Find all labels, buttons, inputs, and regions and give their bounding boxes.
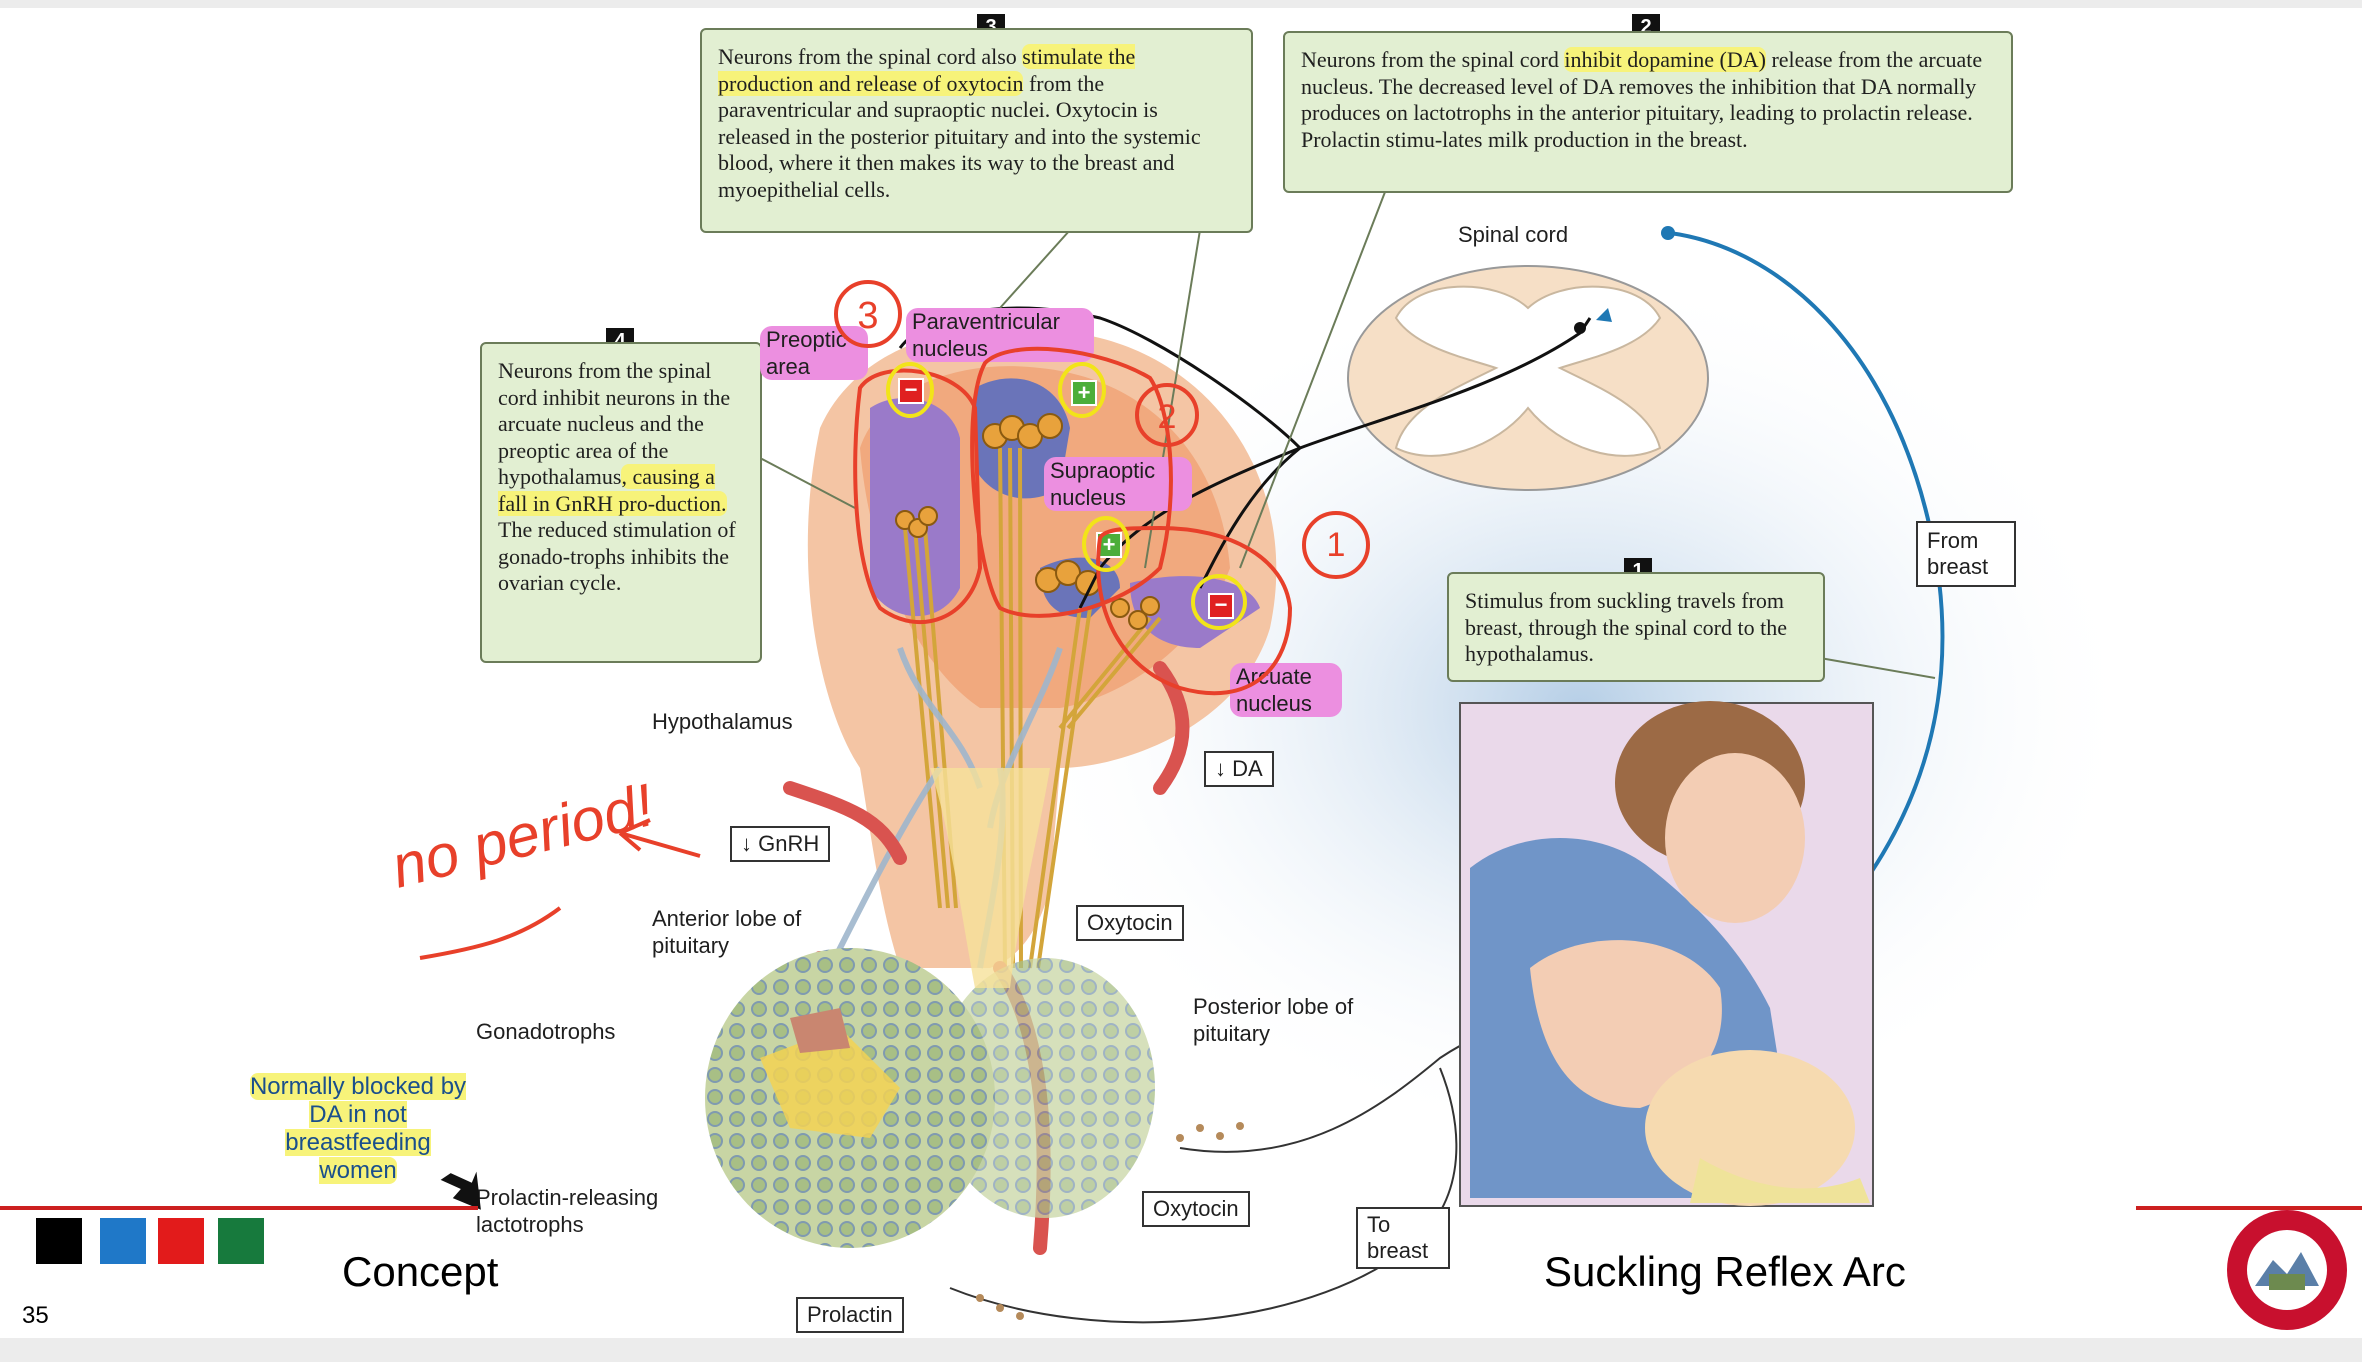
arcuate-circle-annotation xyxy=(1096,525,1293,696)
anterior-lobe-label: Anterior lobe of pituitary xyxy=(652,906,802,958)
box1-explanation: Stimulus from suckling travels from brea… xyxy=(1447,572,1825,682)
circle-2-annotation xyxy=(1135,383,1199,447)
arrow-to-note-icon xyxy=(618,818,701,858)
posterior-lobe-label: Posterior lobe of pituitary xyxy=(1193,994,1354,1046)
to-breast-label: To breast xyxy=(1356,1207,1450,1269)
box2-explanation: Neurons from the spinal cord inhibit dop… xyxy=(1283,31,2013,193)
color-chip-green xyxy=(218,1218,264,1264)
box2-text-before: Neurons from the spinal cord xyxy=(1301,47,1565,72)
footer-rule-left xyxy=(0,1206,478,1210)
circle-3-text: 3 xyxy=(857,295,878,337)
hand-annotations: 1 2 3 no period! xyxy=(385,280,1370,1210)
supraoptic-nucleus-label: Supraoptic nucleus xyxy=(1044,457,1192,511)
circle-1-text: 1 xyxy=(1327,526,1346,564)
university-seal-logo xyxy=(2227,1210,2347,1330)
box3-explanation: Neurons from the spinal cord also stimul… xyxy=(700,28,1253,233)
footer-rule-right xyxy=(2136,1206,2362,1210)
inhibit-sign-preoptic-icon: − xyxy=(898,378,924,404)
box4-text-after: The reduced stimulation of gonado-trophs… xyxy=(498,517,736,595)
normally-blocked-note: Normally blocked by DA in not breastfeed… xyxy=(244,1073,472,1185)
left-title: Concept xyxy=(342,1248,499,1295)
box2-text-after: release from the arcuate nucleus. The de… xyxy=(1301,47,1983,152)
oxytocin-bottom-label: Oxytocin xyxy=(1142,1191,1250,1227)
box2-text-highlight: inhibit dopamine (DA) xyxy=(1564,47,1766,72)
color-chip-red xyxy=(158,1218,204,1264)
box1-text: Stimulus from suckling travels from brea… xyxy=(1465,588,1787,666)
box4-explanation: Neurons from the spinal cord inhibit neu… xyxy=(480,342,762,663)
paraventricular-circle-annotation xyxy=(970,346,1173,618)
gonadotrophs-label: Gonadotrophs xyxy=(476,1019,616,1044)
circle-3-annotation xyxy=(834,280,902,348)
oxytocin-top-label: Oxytocin xyxy=(1076,905,1184,941)
handwritten-no-period: no period! xyxy=(385,771,660,901)
preoptic-area-label: Preoptic area xyxy=(760,326,868,380)
box3-text-after: from the paraventricular and supraoptic … xyxy=(718,70,1201,202)
color-chip-black xyxy=(36,1218,82,1264)
slide-number: 35 xyxy=(22,1302,49,1329)
stimulate-sign-paraventricular-icon: + xyxy=(1071,380,1097,406)
underline-annotation xyxy=(419,906,562,960)
hypothalamus-label: Hypothalamus xyxy=(652,709,793,734)
right-title: Suckling Reflex Arc xyxy=(1544,1248,1906,1295)
prolactin-label: Prolactin xyxy=(796,1297,904,1333)
normally-blocked-note-text: Normally blocked by DA in not breastfeed… xyxy=(249,1073,467,1184)
gnrh-decrease-label: ↓ GnRH xyxy=(730,826,831,862)
box4-text-before: Neurons from the spinal cord inhibit neu… xyxy=(498,358,731,489)
circle-1-annotation xyxy=(1302,511,1370,579)
note-arrow-icon xyxy=(440,1171,481,1210)
box3-text-before: Neurons from the spinal cord also xyxy=(718,44,1023,69)
slide: 3 Neurons from the spinal cord also stim… xyxy=(0,8,2362,1338)
inhibit-sign-arcuate-icon: − xyxy=(1208,593,1234,619)
from-breast-label: From breast xyxy=(1916,521,2016,587)
spinal-cord-label: Spinal cord xyxy=(1458,222,1569,247)
arcuate-nucleus-label: Arcuate nucleus xyxy=(1230,663,1342,717)
preoptic-circle-annotation xyxy=(853,368,983,625)
circle-2-text: 2 xyxy=(1158,398,1177,436)
dopamine-decrease-label: ↓ DA xyxy=(1204,751,1274,787)
prolactin-releasing-lactotrophs-label: Prolactin-releasing lactotrophs xyxy=(476,1185,659,1237)
diagram-drawing xyxy=(705,191,2140,1324)
color-chip-blue xyxy=(100,1218,146,1264)
